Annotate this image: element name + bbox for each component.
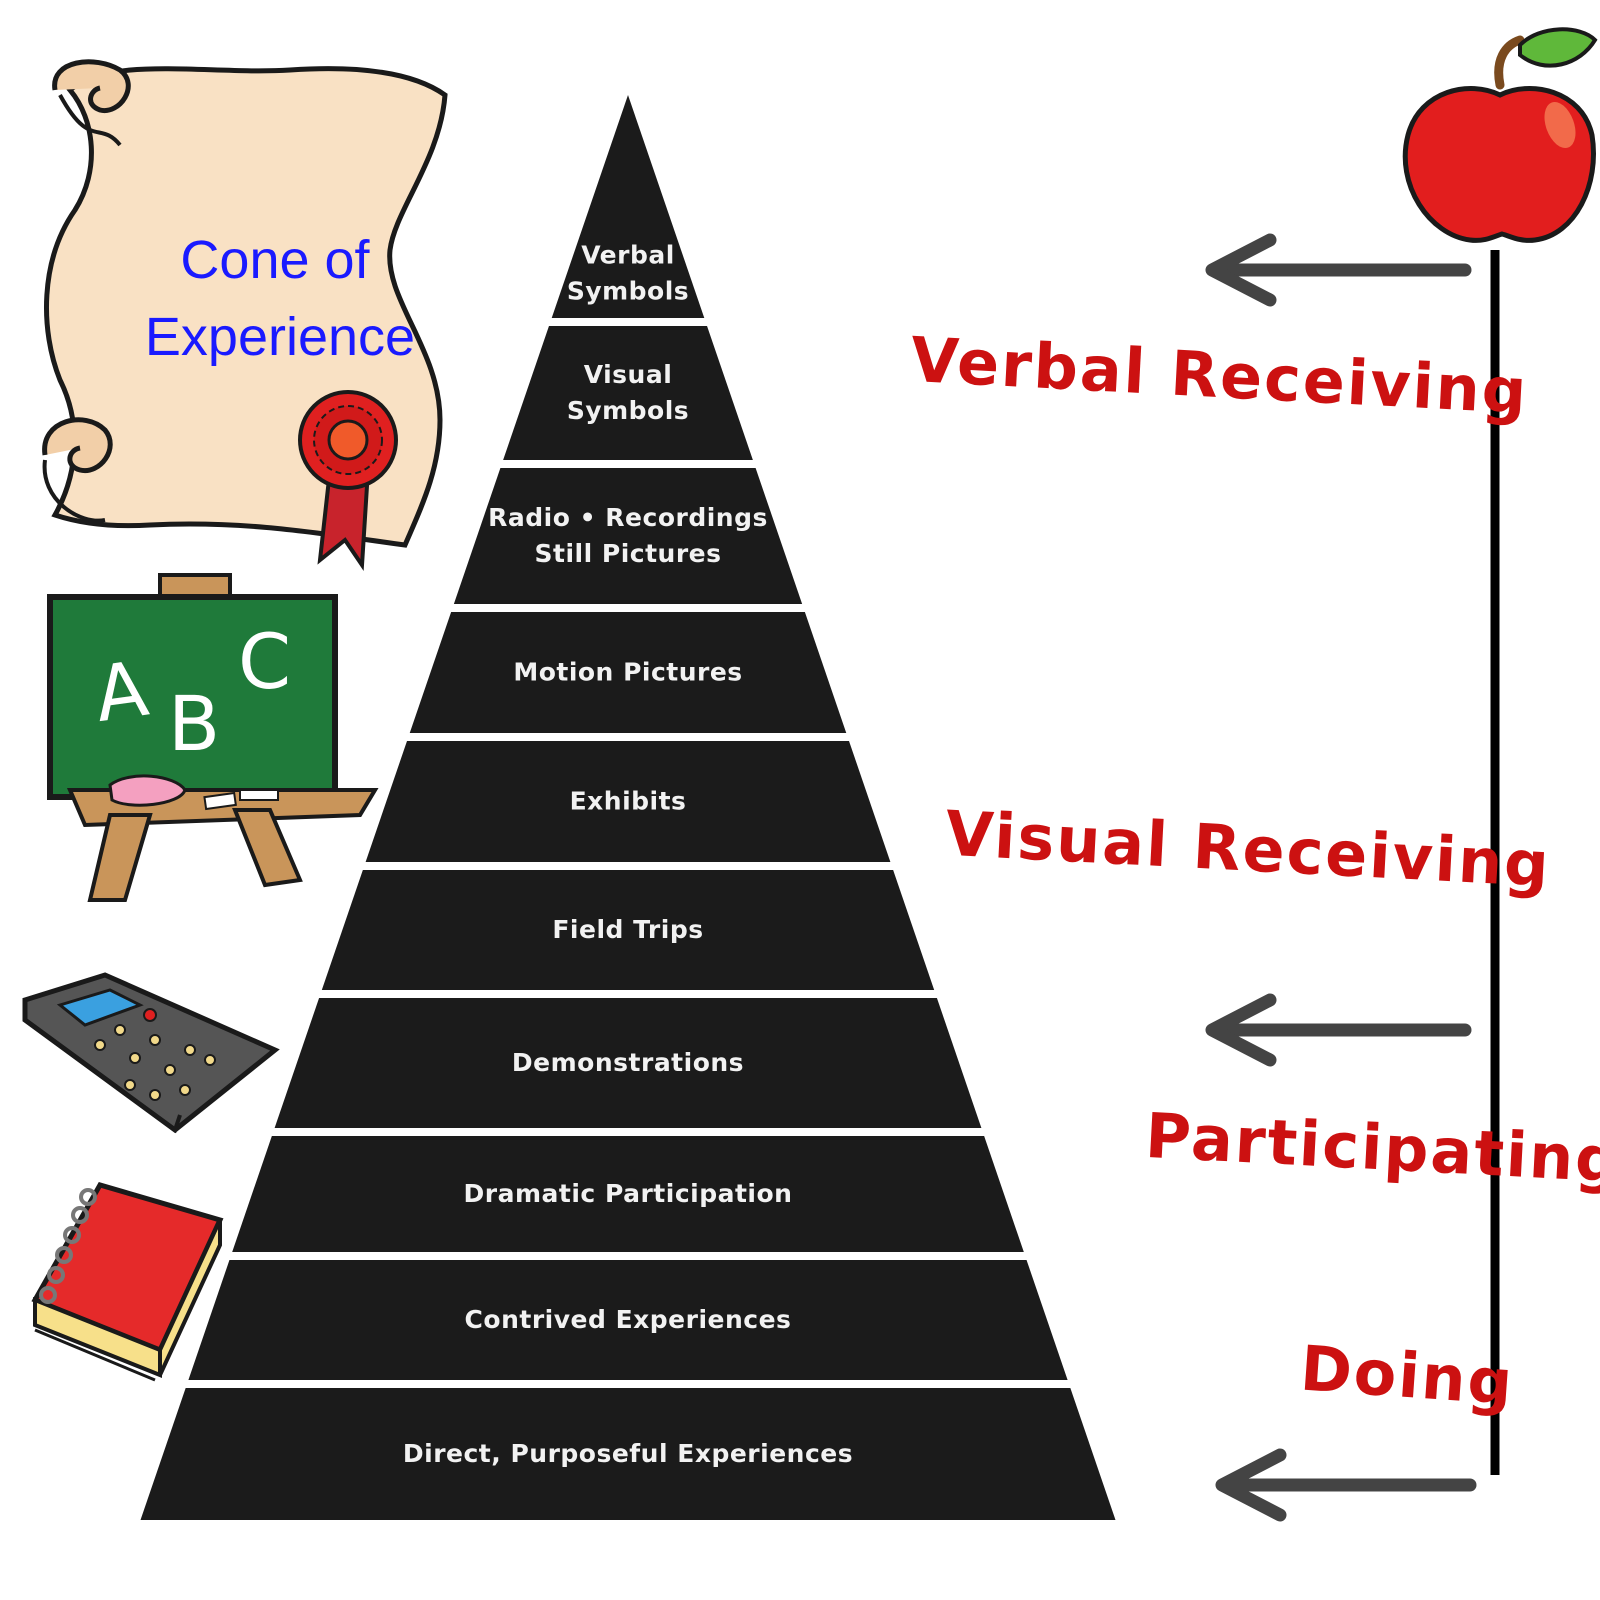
chalk-letter-a: A xyxy=(89,644,153,739)
award-ribbon-icon xyxy=(298,390,398,571)
cone-tier-label: Field Trips xyxy=(552,915,703,944)
cone-tier-label: Radio • Recordings xyxy=(488,503,768,532)
title-line-1: Cone of xyxy=(180,230,370,290)
cone-tier-label: Contrived Experiences xyxy=(465,1305,792,1334)
cone-tier xyxy=(232,1136,1024,1252)
cone-tier xyxy=(503,326,753,460)
chalk-letter-c: C xyxy=(238,617,291,706)
cone-tier-label: Direct, Purposeful Experiences xyxy=(403,1439,853,1468)
cone-tier-label: Visual xyxy=(584,360,673,389)
stage-label-visual-receiving: Visual Receiving xyxy=(944,797,1553,902)
title-line-2: Experience xyxy=(145,307,415,367)
cone-tier-label: Demonstrations xyxy=(512,1048,744,1077)
cone-tier-label: Still Pictures xyxy=(535,539,722,568)
cone-tier xyxy=(551,95,705,318)
chalk-letter-b: B xyxy=(168,679,220,768)
cone-tier xyxy=(409,612,847,733)
cone-tier-label: Dramatic Participation xyxy=(464,1179,793,1208)
cone-tier xyxy=(365,741,891,862)
stage-label-doing: Doing xyxy=(1298,1332,1516,1420)
stage-label-participating: Participating xyxy=(1144,1099,1600,1197)
cone-tier xyxy=(274,998,982,1128)
apple-icon xyxy=(1402,27,1598,243)
cone-tier-label: Verbal xyxy=(581,241,675,270)
cone-tier xyxy=(453,468,803,604)
notebook-icon xyxy=(31,1182,224,1382)
cone-tier-label: Exhibits xyxy=(570,787,687,816)
stage-label-verbal-receiving: Verbal Receiving xyxy=(909,323,1530,428)
cone-tier-label: Motion Pictures xyxy=(513,658,742,687)
cone-tier-label: Symbols xyxy=(567,396,689,425)
cone-tier-label: Symbols xyxy=(567,277,689,306)
cone-tier xyxy=(140,1388,1116,1520)
chalkboard-icon: A B C xyxy=(47,573,379,902)
left-arrow-icon xyxy=(1215,1448,1477,1522)
left-arrow-icon xyxy=(1205,233,1472,307)
cone-tier xyxy=(321,870,935,990)
calculator-icon xyxy=(22,972,280,1134)
left-arrow-icon xyxy=(1205,993,1472,1067)
cone-tier xyxy=(188,1260,1068,1380)
